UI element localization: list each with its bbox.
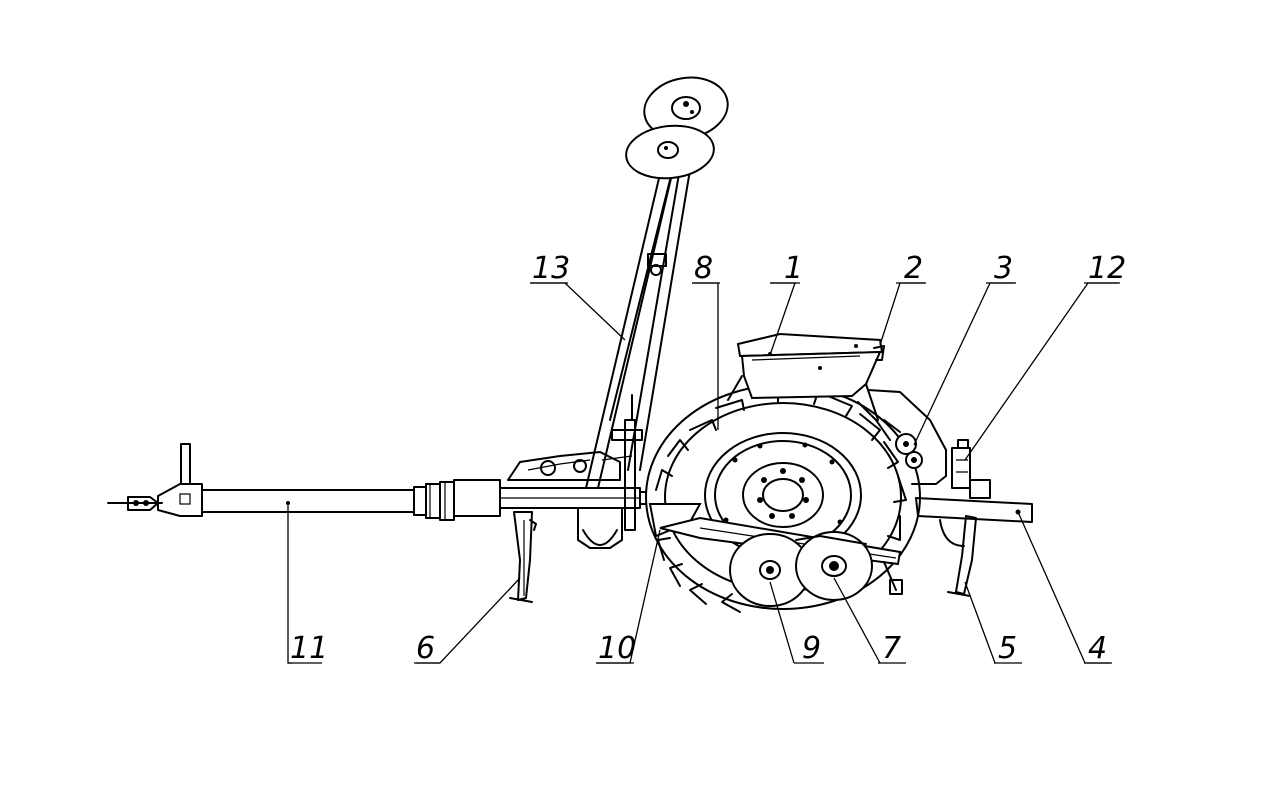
drawbar xyxy=(107,443,455,521)
callout-7: 7 xyxy=(882,631,901,666)
callout-5: 5 xyxy=(998,631,1017,666)
drive-mechanism xyxy=(857,345,947,485)
marker-arm xyxy=(585,76,729,489)
rear-frame xyxy=(915,439,1033,597)
callout-10: 10 xyxy=(598,631,636,666)
rim-holes xyxy=(723,442,843,525)
callout-3: 3 xyxy=(994,251,1013,286)
callout-4: 4 xyxy=(1088,631,1107,666)
callout-8: 8 xyxy=(694,251,713,286)
callout-2: 2 xyxy=(904,251,923,286)
callout-11: 11 xyxy=(290,631,328,666)
callout-12: 12 xyxy=(1088,251,1126,286)
callout-labels: 13 8 1 2 3 12 11 6 10 9 7 5 4 xyxy=(290,251,1126,666)
coulter-discs xyxy=(729,531,873,607)
front-shank xyxy=(509,511,537,603)
callout-6: 6 xyxy=(416,631,435,666)
callout-13: 13 xyxy=(532,251,570,286)
callout-9: 9 xyxy=(802,631,821,666)
leader-lines xyxy=(287,282,1120,664)
callout-1: 1 xyxy=(784,251,803,286)
wheel-bolts xyxy=(757,468,809,519)
